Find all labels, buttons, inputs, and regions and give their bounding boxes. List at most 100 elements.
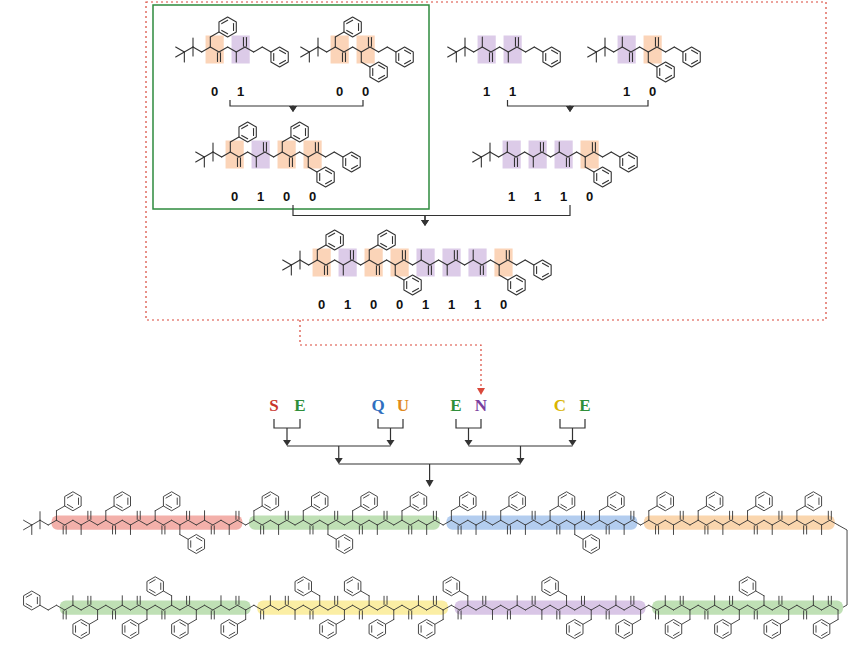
bond <box>731 520 739 525</box>
bond <box>294 125 300 128</box>
bond <box>395 265 396 275</box>
bond <box>813 596 814 606</box>
merge-arrow <box>293 205 429 226</box>
bond <box>558 605 566 610</box>
molecule-structures <box>24 17 847 639</box>
bond <box>492 520 500 525</box>
bond <box>780 620 788 625</box>
bond <box>758 495 764 498</box>
bond <box>353 605 361 610</box>
bond <box>624 623 630 626</box>
bond <box>606 611 607 619</box>
bond <box>291 265 292 275</box>
bond <box>140 511 141 519</box>
bond <box>106 506 114 511</box>
bond <box>468 605 476 610</box>
bond <box>411 526 412 534</box>
bond <box>822 623 828 626</box>
merge-arrow <box>230 100 297 112</box>
bond <box>659 69 660 76</box>
bond <box>40 512 41 521</box>
bond <box>467 596 468 606</box>
monomer-highlight <box>416 249 434 277</box>
bond <box>632 620 640 625</box>
bond <box>418 596 419 606</box>
bond <box>822 632 828 635</box>
bond <box>629 165 635 168</box>
bond <box>186 511 187 519</box>
bond <box>421 260 430 265</box>
bond <box>683 596 684 604</box>
molecule-node: 01 <box>165 10 295 100</box>
bond <box>196 547 202 550</box>
bond <box>748 506 756 511</box>
bond <box>556 611 557 619</box>
bond <box>114 605 122 610</box>
bond <box>482 511 483 519</box>
bond <box>210 32 219 37</box>
bond <box>345 53 346 62</box>
bond <box>630 511 631 519</box>
bond <box>460 591 468 596</box>
merge-arrow <box>289 100 363 112</box>
sequence-digit: 0 <box>309 190 316 204</box>
bond <box>212 143 213 152</box>
bond <box>698 605 706 610</box>
bond <box>317 47 318 56</box>
sequence-digit: 0 <box>649 85 656 99</box>
bond <box>318 143 319 152</box>
bond <box>335 260 344 265</box>
bond <box>673 623 679 626</box>
phenyl-ring <box>343 152 360 172</box>
bond <box>318 47 327 52</box>
phenyl-ring <box>460 492 476 511</box>
bond <box>303 511 304 521</box>
bond <box>506 251 507 260</box>
bond <box>536 267 537 274</box>
bond <box>320 520 328 525</box>
bond <box>533 157 534 167</box>
bond <box>543 143 544 152</box>
bond <box>253 129 254 136</box>
bond <box>90 511 91 519</box>
bond <box>533 152 542 157</box>
bond <box>172 605 180 610</box>
bond <box>806 526 807 534</box>
bond <box>473 498 474 504</box>
sequence-digit: 1 <box>422 298 429 312</box>
letter-band <box>60 601 251 615</box>
bond <box>624 605 632 610</box>
phenyl-ring <box>320 620 336 639</box>
bond <box>772 520 780 525</box>
bond <box>629 155 635 158</box>
bond <box>211 526 212 534</box>
sequence-digit: 0 <box>396 298 403 312</box>
bond <box>214 526 215 534</box>
bond <box>608 520 616 525</box>
bond <box>273 54 274 61</box>
bond <box>655 38 656 47</box>
bond <box>522 498 523 504</box>
bond <box>73 605 81 610</box>
bond <box>300 152 309 157</box>
bond <box>164 611 165 619</box>
bond <box>585 167 594 172</box>
phenyl-ring <box>317 167 334 187</box>
bond <box>87 596 88 604</box>
bond <box>311 591 319 596</box>
merge-arrow <box>566 100 648 112</box>
bond <box>139 605 147 610</box>
bond <box>648 511 649 521</box>
bond <box>239 152 248 157</box>
bond <box>615 596 616 606</box>
bond <box>806 611 807 619</box>
bond <box>275 498 276 504</box>
phenyl-ring <box>706 492 722 511</box>
bond <box>210 37 211 47</box>
bond <box>288 511 289 519</box>
bond <box>715 520 723 525</box>
bond <box>603 152 612 157</box>
bond <box>379 266 380 275</box>
bond <box>130 632 136 635</box>
phenyl-ring <box>271 47 288 67</box>
